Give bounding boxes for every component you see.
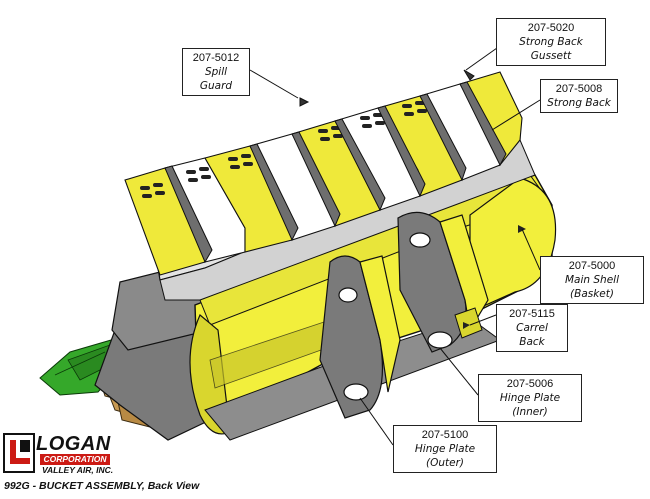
part-name: Spill Guard (199, 66, 233, 92)
part-number: 207-5020 (527, 22, 575, 34)
callout-main-shell: 207-5000 Main Shell (Basket) (540, 256, 644, 304)
strong-back-gussets (164, 69, 507, 264)
part-name: Hinge Plate (Outer) (414, 443, 476, 469)
hinge-plate-inner (397, 211, 489, 353)
callout-strong-back-gussett: 207-5020 Strong Back Gussett (496, 18, 606, 66)
part-name: Carrel Back (516, 322, 548, 348)
callout-strong-back: 207-5008 Strong Back (540, 79, 618, 113)
logo-corporation: CORPORATION (40, 454, 110, 465)
part-name: Strong Back Gussett (519, 36, 583, 62)
part-number: 207-5008 (555, 83, 603, 95)
hinge-plate-outer (319, 255, 401, 419)
callout-carrel-back: 207-5115 Carrel Back (496, 304, 568, 352)
callout-hinge-plate-inner: 207-5006 Hinge Plate (Inner) (478, 374, 582, 422)
part-number: 207-5000 (568, 260, 616, 272)
logo-brand: LOGAN (36, 433, 111, 455)
part-name: Strong Back (547, 97, 611, 109)
logo-subtitle: VALLEY AIR, INC. (42, 465, 114, 475)
carrel-back (454, 307, 483, 339)
part-name: Main Shell (Basket) (564, 274, 620, 300)
part-name: Hinge Plate (Inner) (499, 392, 561, 418)
logan-logo: LOGAN CORPORATION VALLEY AIR, INC. (2, 432, 132, 478)
part-number: 207-5115 (509, 308, 555, 320)
part-number: 207-5006 (506, 378, 554, 390)
leader-lines (249, 47, 541, 446)
part-number: 207-5100 (421, 429, 469, 441)
callout-hinge-plate-outer: 207-5100 Hinge Plate (Outer) (393, 425, 497, 473)
part-number: 207-5012 (192, 52, 240, 64)
logan-logo-icon (3, 433, 35, 473)
callout-spill-guard: 207-5012 Spill Guard (182, 48, 250, 96)
figure-caption: 992G - BUCKET ASSEMBLY, Back View (4, 480, 200, 492)
